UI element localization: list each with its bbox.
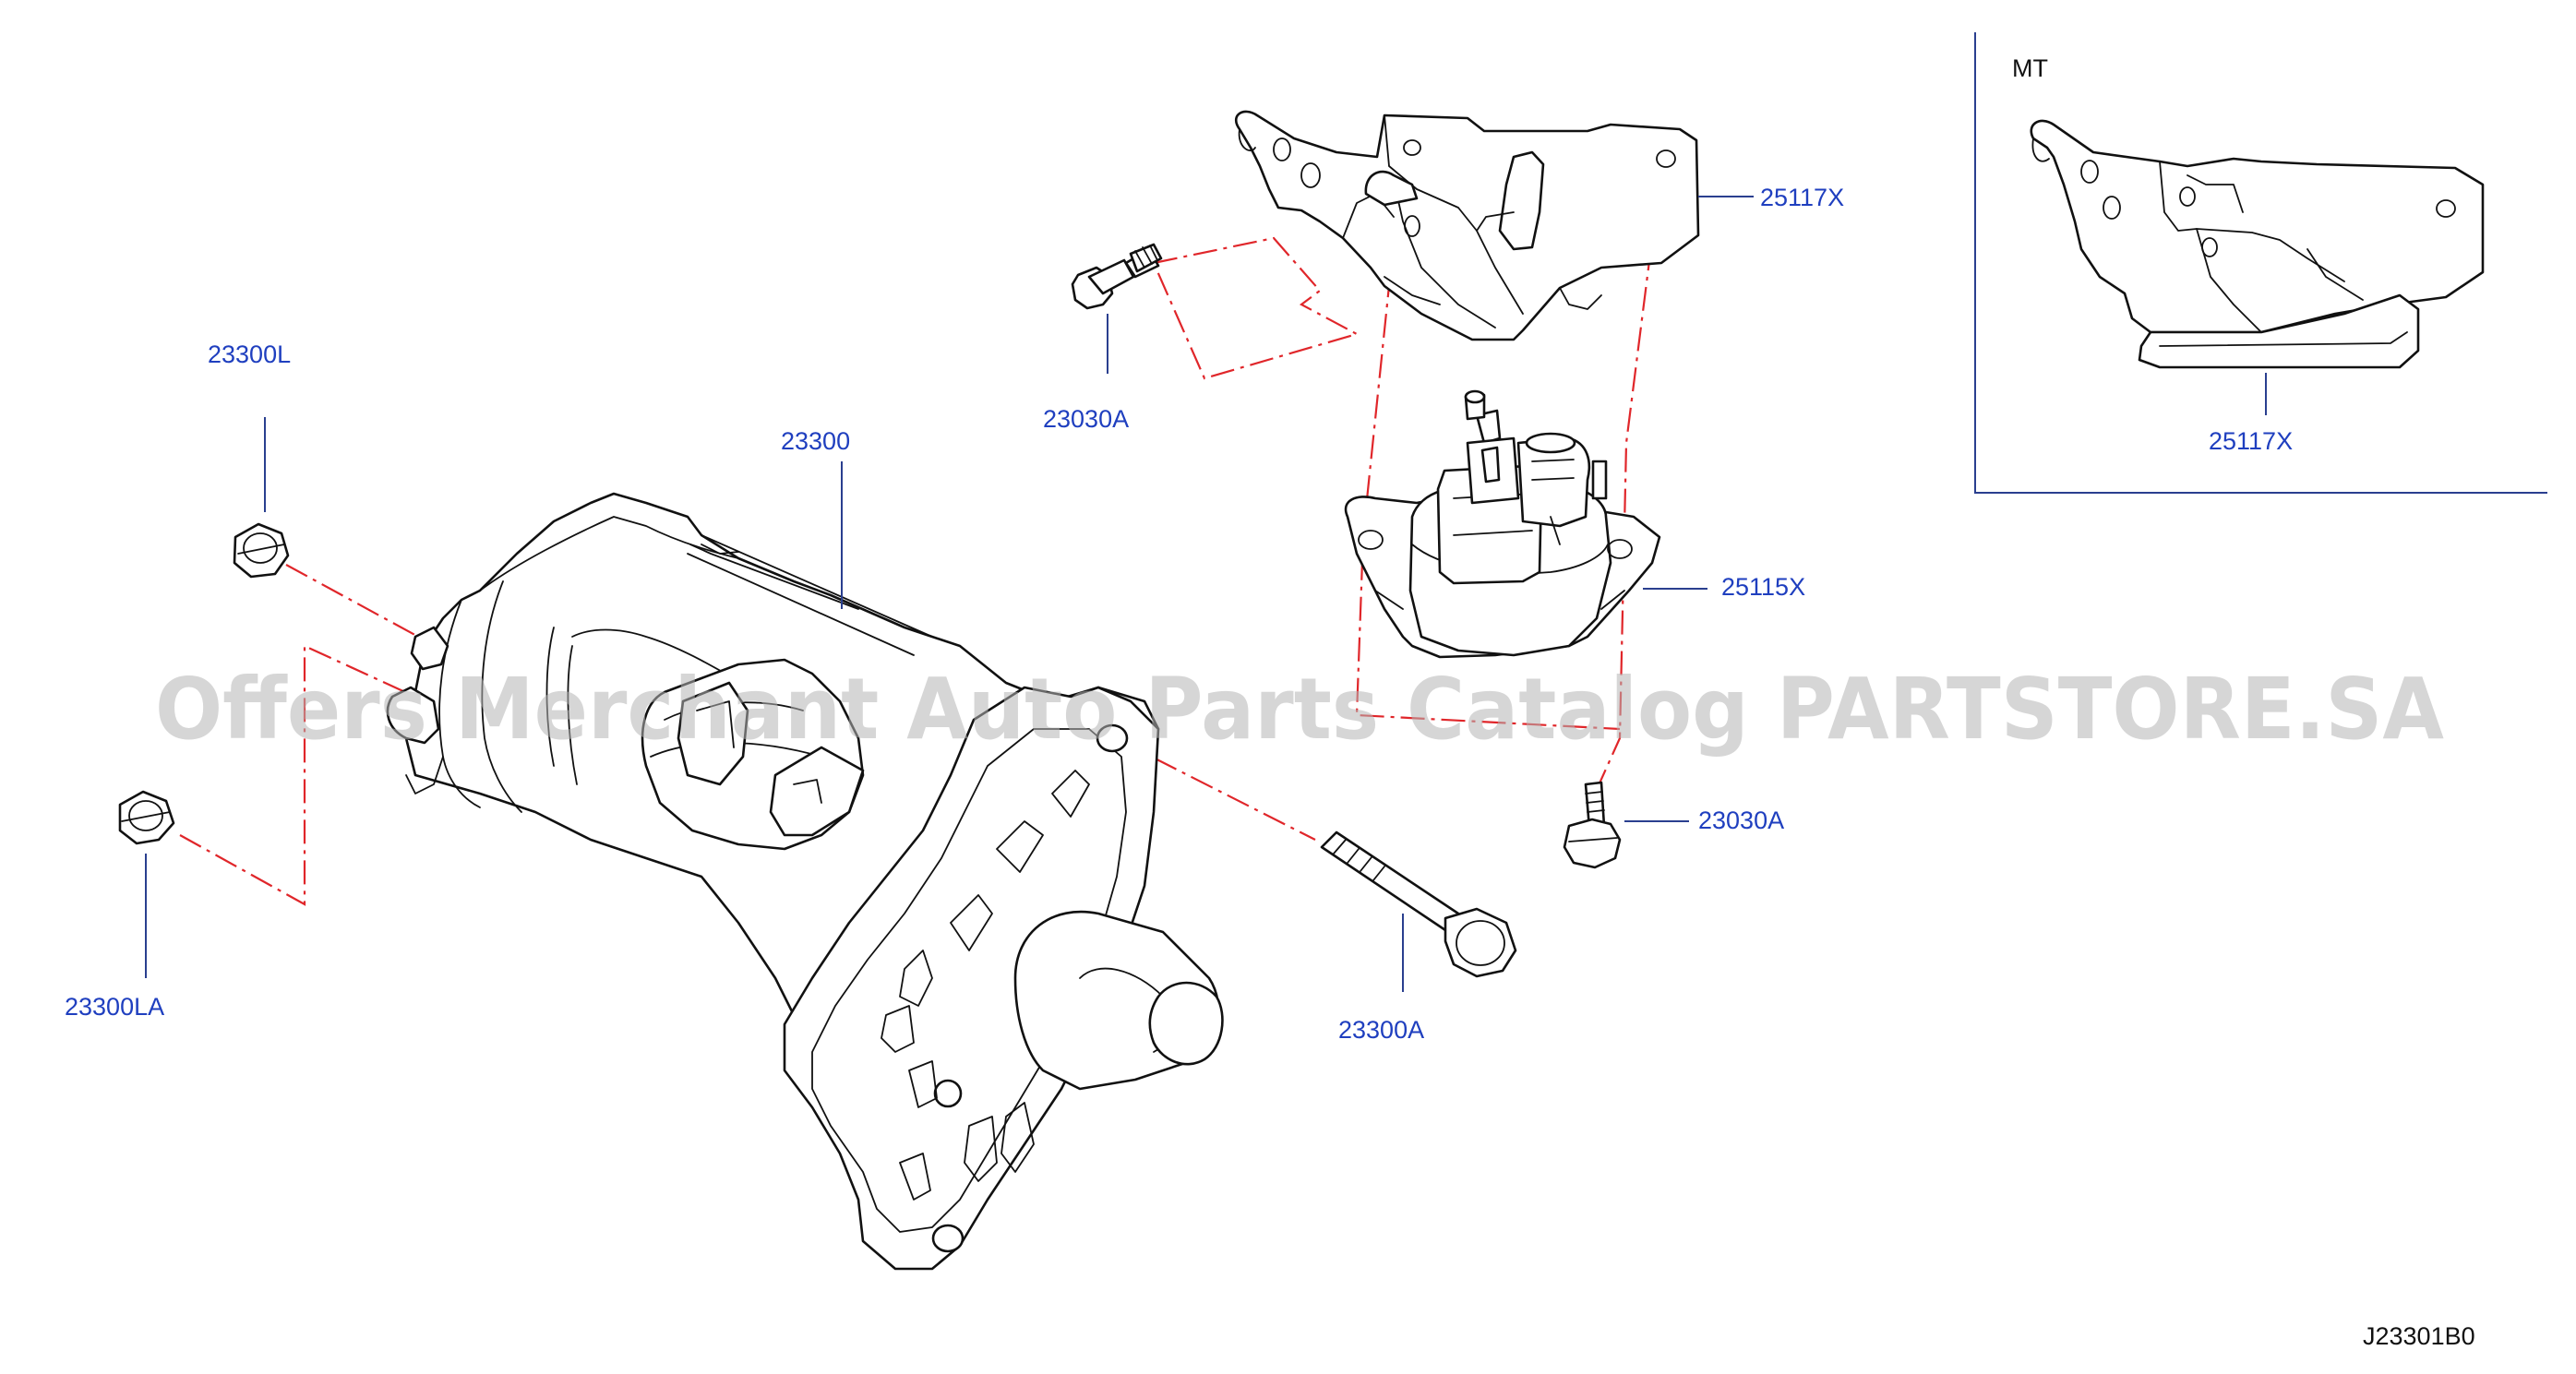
bracket-25117x[interactable] xyxy=(1234,110,1700,341)
nut-23300la[interactable] xyxy=(118,790,175,845)
bolt-23030a-upper[interactable] xyxy=(1071,243,1163,310)
callout-23300la[interactable]: 23300LA xyxy=(65,993,164,1021)
starter-motor-23300[interactable] xyxy=(386,492,1224,1271)
callout-23300[interactable]: 23300 xyxy=(781,427,850,455)
callout-23030a-upper[interactable]: 23030A xyxy=(1043,405,1129,433)
mt-inset: MT 25117X xyxy=(1974,32,2547,494)
inset-bracket-drawing xyxy=(2030,119,2485,369)
callout-23300a[interactable]: 23300A xyxy=(1338,1016,1424,1044)
solenoid-25115x[interactable] xyxy=(1344,389,1661,659)
drawing-code: J23301B0 xyxy=(2363,1322,2475,1350)
inset-label: MT xyxy=(2012,54,2048,82)
callout-25117x-inset[interactable]: 25117X xyxy=(2209,427,2293,455)
bolt-23300a[interactable] xyxy=(1320,830,1517,978)
nut-23300l[interactable] xyxy=(233,522,290,579)
callout-25117x[interactable]: 25117X xyxy=(1760,184,1844,211)
callout-23030a-lower[interactable]: 23030A xyxy=(1698,806,1784,834)
inset-frame xyxy=(1974,32,2547,494)
callout-25115x[interactable]: 25115X xyxy=(1721,573,1805,601)
callout-23300l[interactable]: 23300L xyxy=(208,341,291,368)
watermark: Offers Merchant Auto Parts Catalog PARTS… xyxy=(155,660,2444,759)
bolt-23030a-lower[interactable] xyxy=(1563,781,1622,869)
